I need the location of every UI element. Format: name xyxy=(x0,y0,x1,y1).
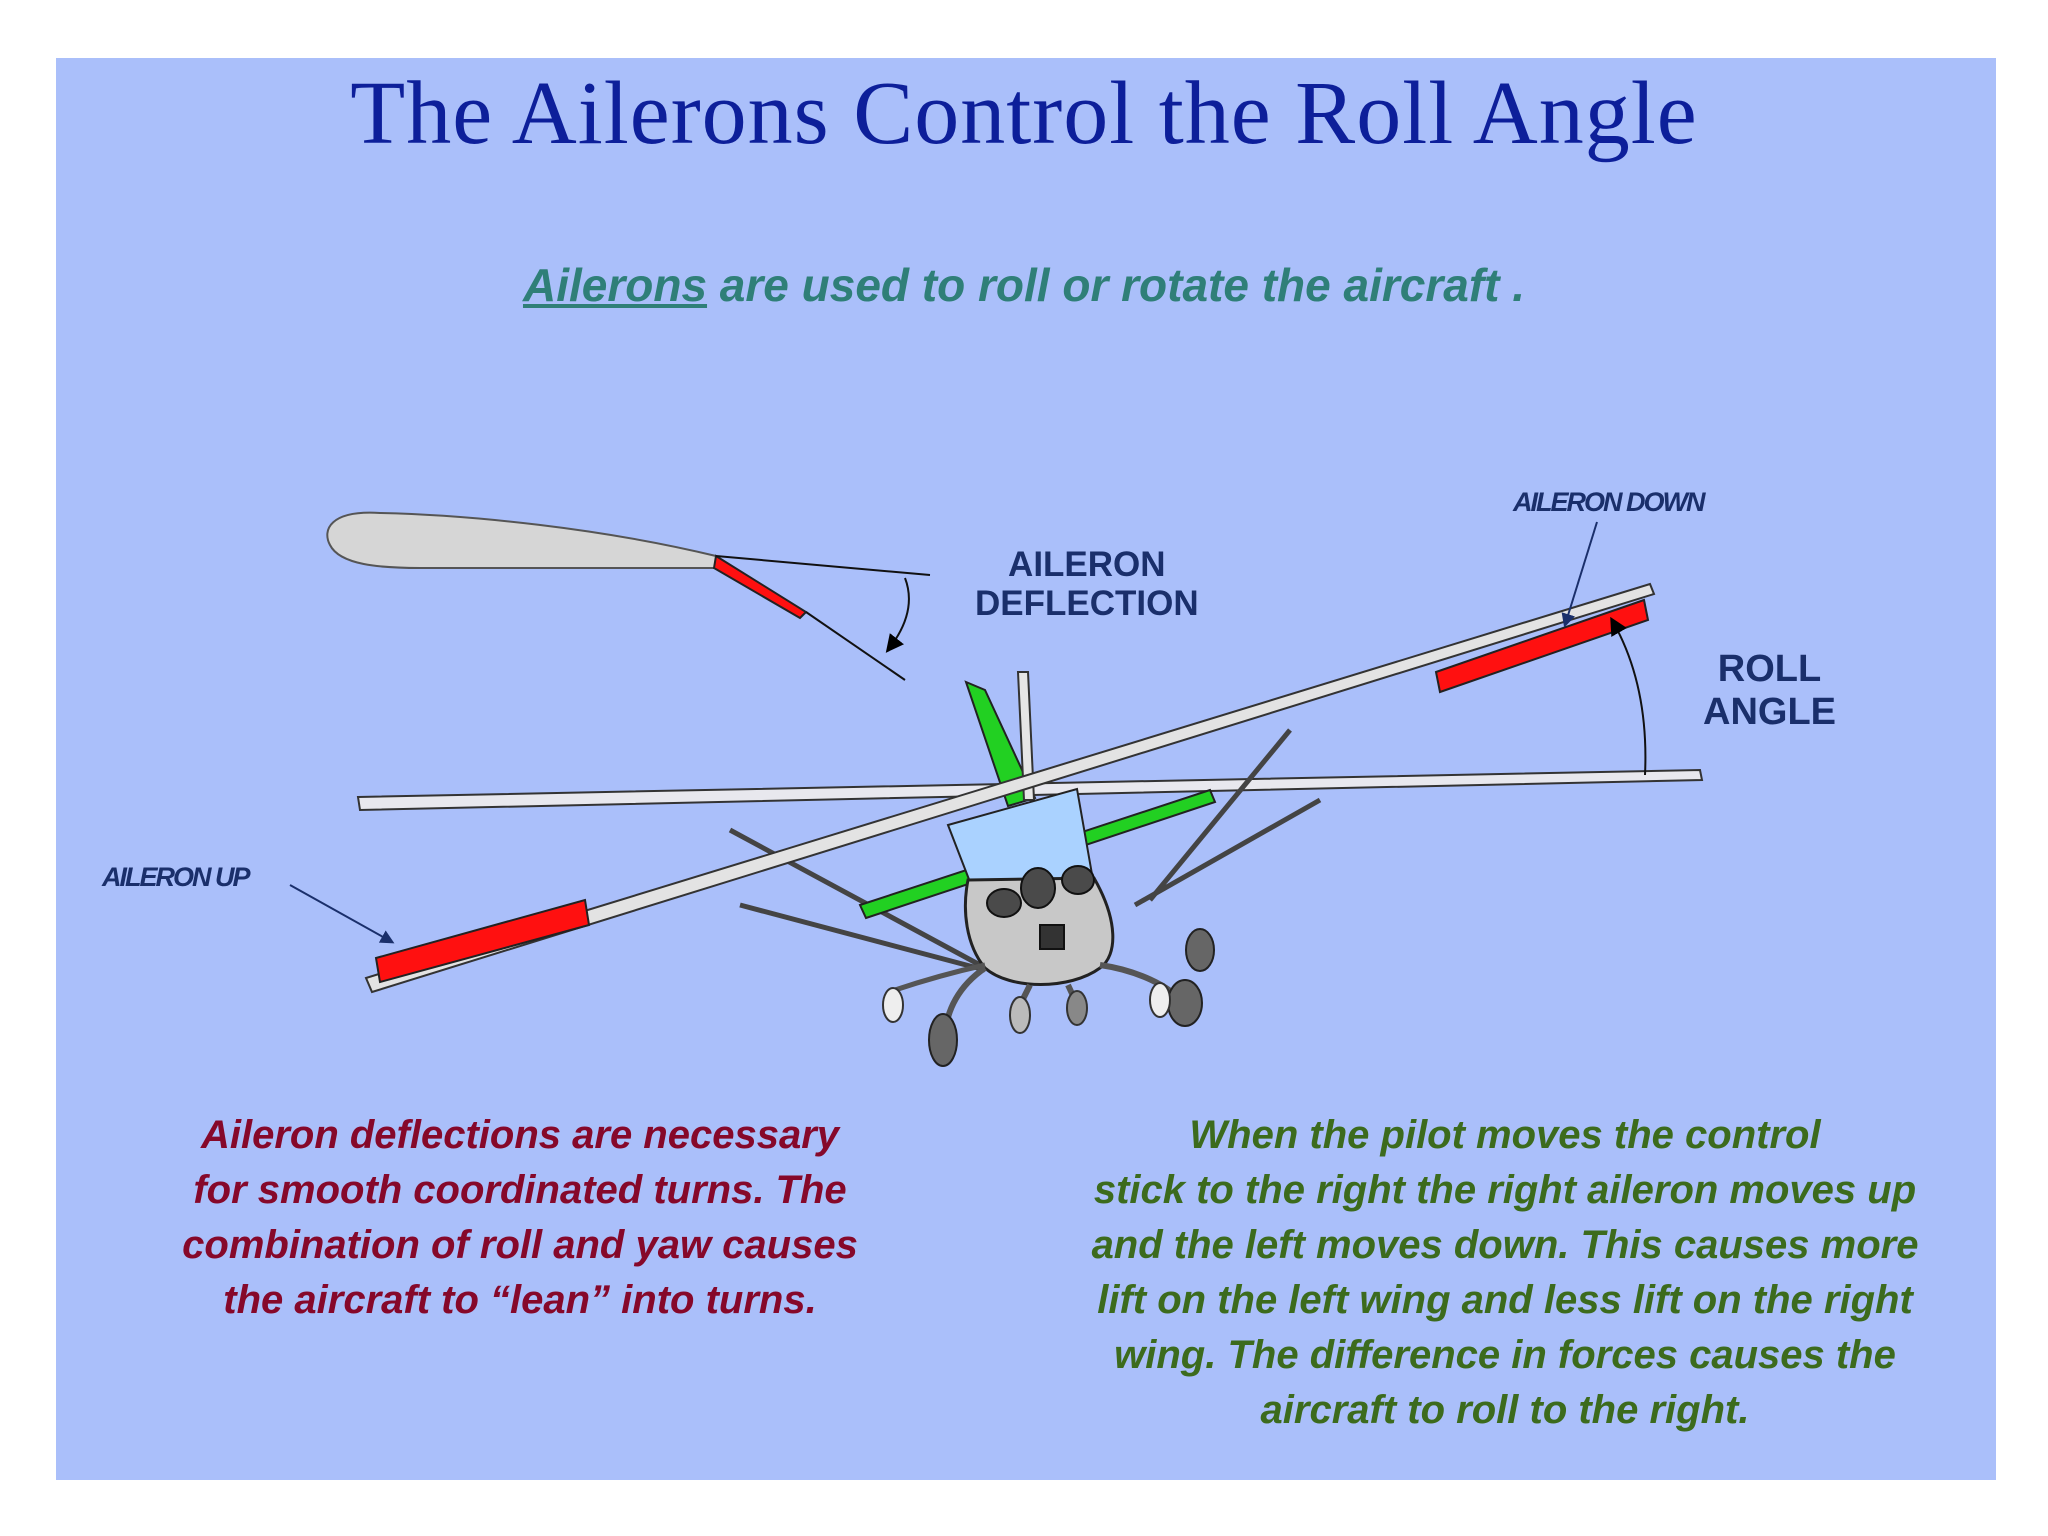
right-line-2: stick to the right the right aileron mov… xyxy=(1093,1168,1917,1212)
aileron-deflection-label: AILERON DEFLECTION xyxy=(975,545,1199,623)
aileron-up-label: AILERON UP xyxy=(102,862,251,892)
roll-angle-line-1: ROLL xyxy=(1717,648,1822,690)
roll-angle-label: ROLL ANGLE xyxy=(1703,648,1836,733)
aileron-down-pointer xyxy=(1561,521,1598,628)
aileron-up-pointer xyxy=(289,884,395,944)
aileron-deflection-line-1: AILERON xyxy=(1008,545,1166,584)
aileron-deflection-line-2: DEFLECTION xyxy=(975,584,1199,624)
left-line-3: combination of roll and yaw causes xyxy=(182,1223,858,1267)
aileron-up-surface xyxy=(374,898,591,984)
roll-angle-arc xyxy=(1610,616,1647,776)
right-explanation: When the pilot moves the control stick t… xyxy=(1040,1108,1970,1438)
left-line-1: Aileron deflections are necessary xyxy=(200,1113,840,1157)
right-line-6: aircraft to roll to the right. xyxy=(1260,1388,1750,1432)
aileron-down-label: AILERON DOWN xyxy=(1513,487,1705,517)
slide-title: The Ailerons Control the Roll Angle xyxy=(350,64,1698,163)
airfoil-section xyxy=(326,511,931,681)
ailerons-link[interactable]: Ailerons xyxy=(522,259,708,311)
right-line-5: wing. The difference in forces causes th… xyxy=(1114,1333,1896,1377)
left-line-4: the aircraft to “lean” into turns. xyxy=(223,1278,817,1322)
air-intake xyxy=(1039,924,1065,950)
subtitle: Ailerons are used to roll or rotate the … xyxy=(0,258,2048,312)
roll-angle-line-2: ANGLE xyxy=(1703,690,1836,733)
deflected-aileron-section xyxy=(712,554,808,620)
left-line-2: for smooth coordinated turns. The xyxy=(193,1168,847,1212)
right-line-3: and the left moves down. This causes mor… xyxy=(1091,1223,1919,1267)
banked-wing xyxy=(364,582,1656,994)
right-line-4: lift on the left wing and less lift on t… xyxy=(1097,1278,1913,1322)
left-explanation: Aileron deflections are necessary for sm… xyxy=(140,1108,900,1328)
right-line-1: When the pilot moves the control xyxy=(1189,1113,1821,1157)
fuselage xyxy=(946,787,1115,986)
landing-gear xyxy=(882,928,1215,1067)
deflection-angle-arc xyxy=(885,577,910,653)
subtitle-rest: are used to roll or rotate the aircraft … xyxy=(707,259,1526,311)
